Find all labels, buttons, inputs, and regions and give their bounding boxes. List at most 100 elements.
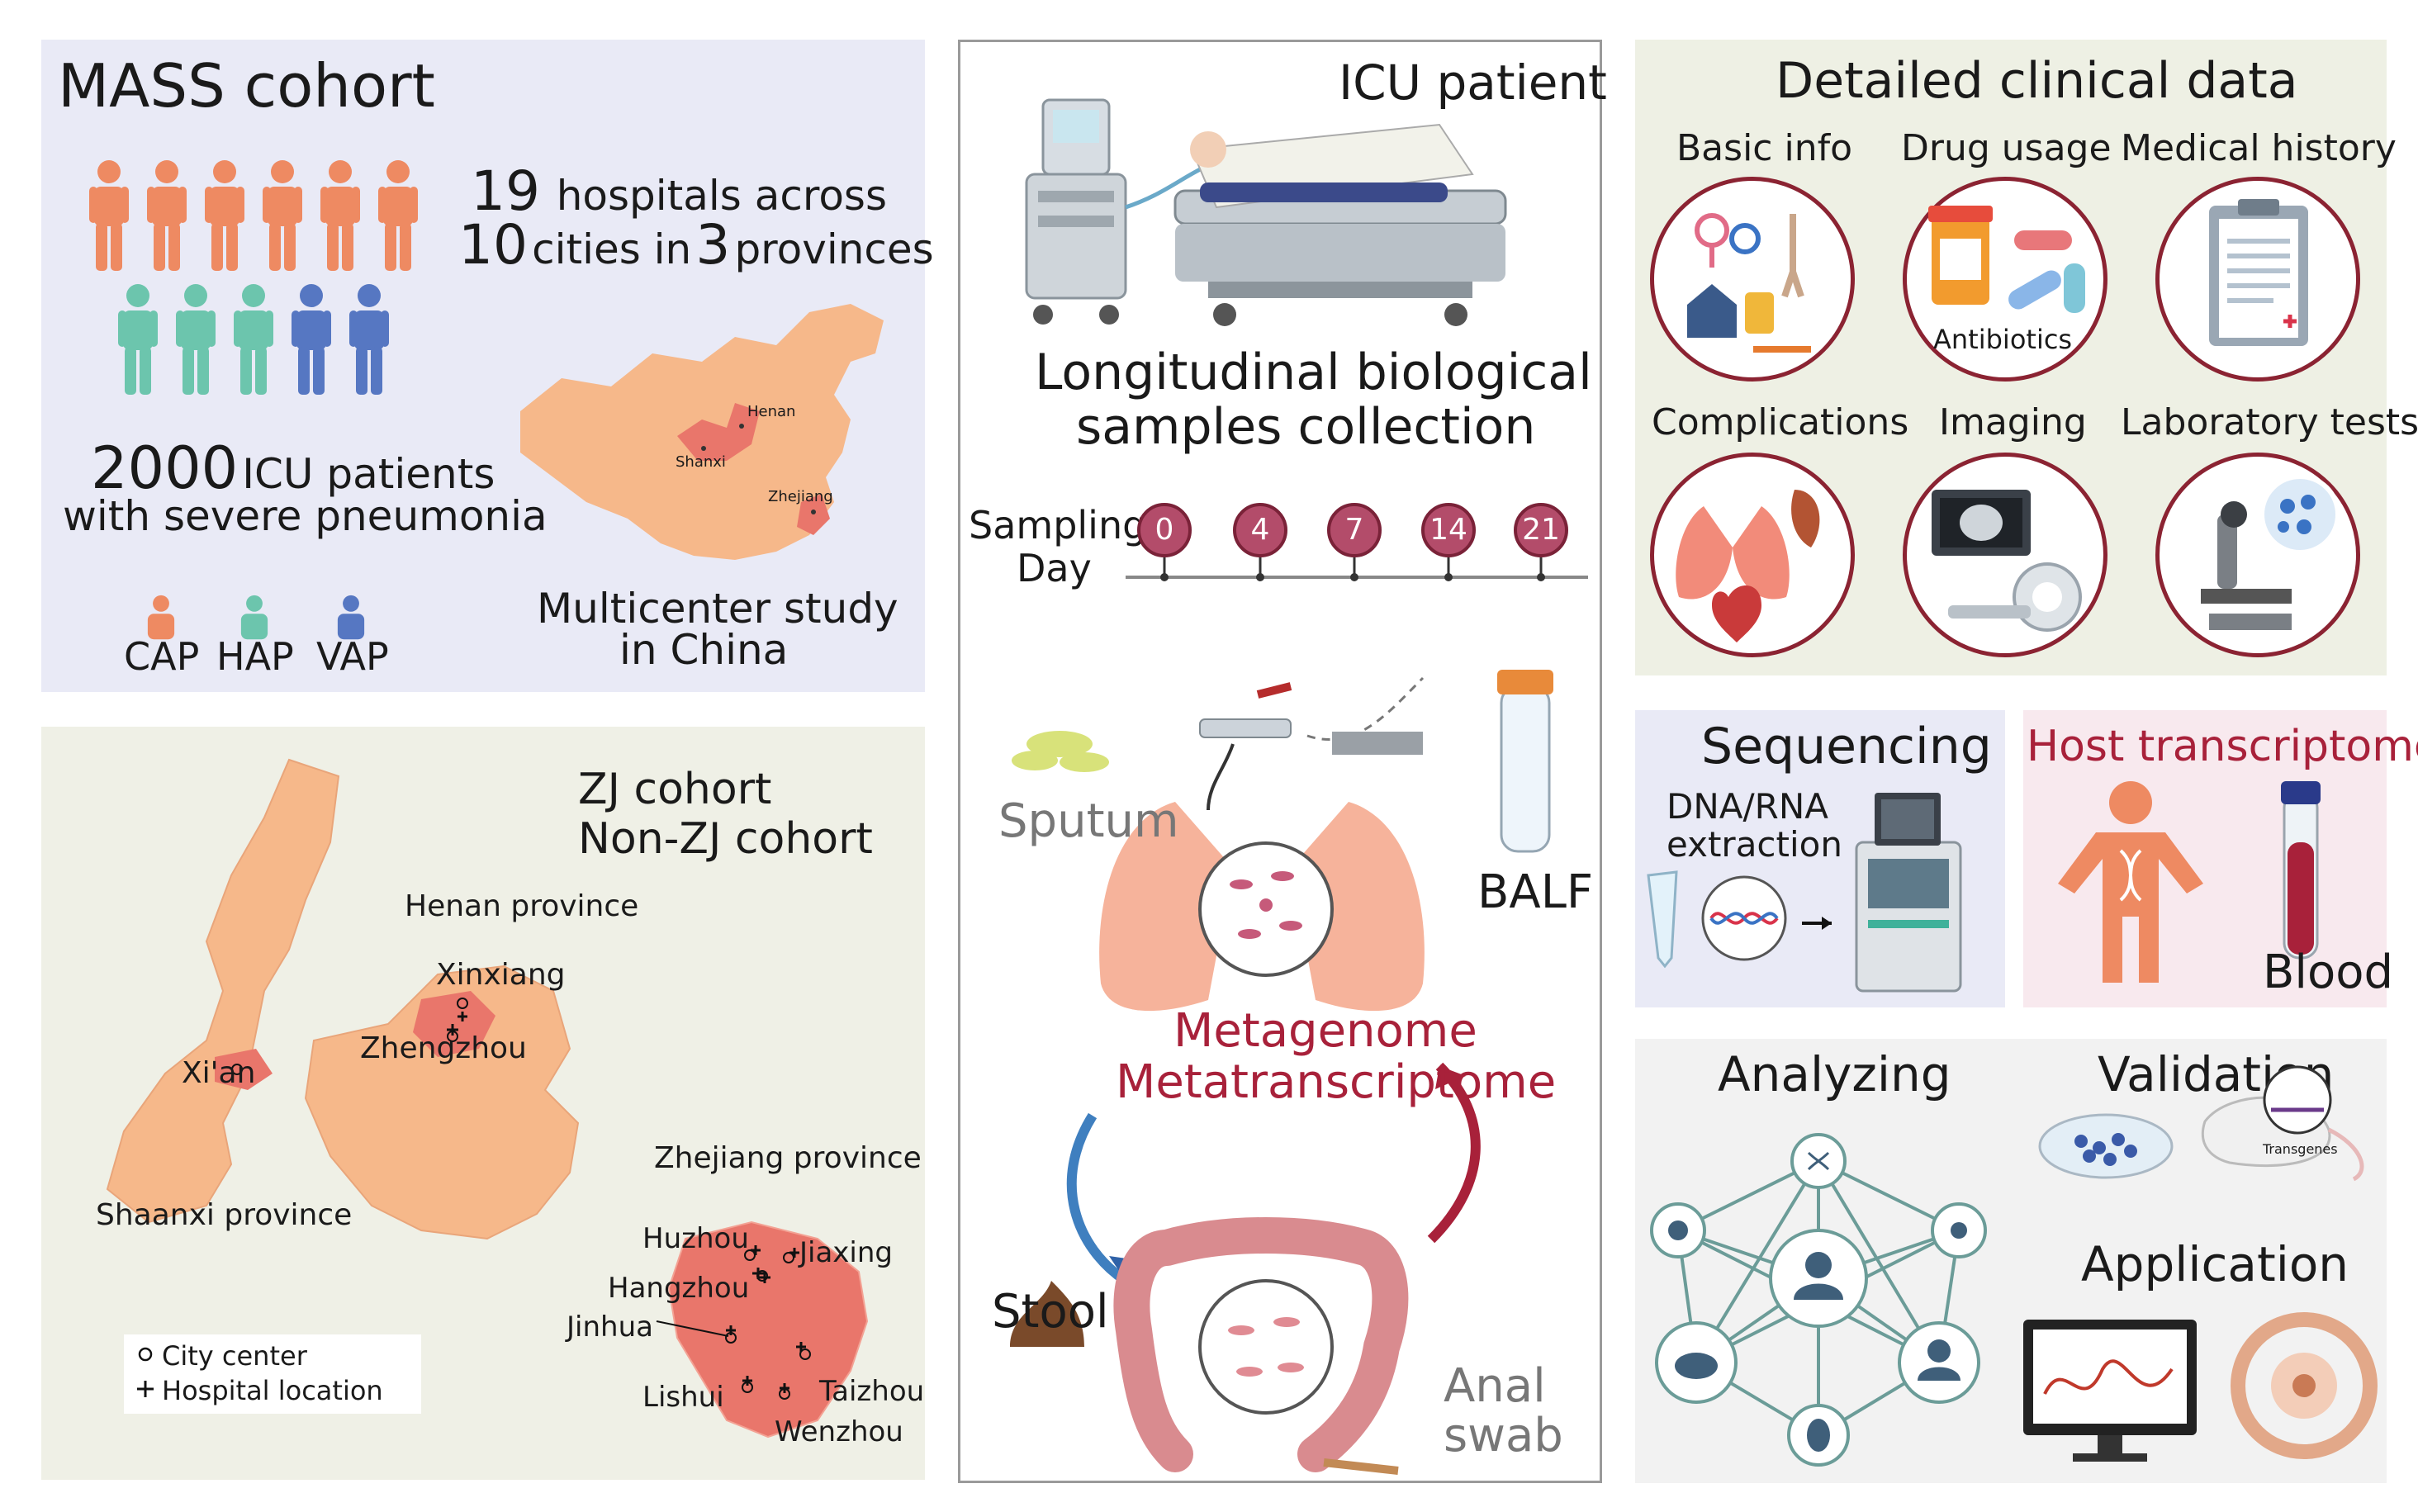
- icu-samples-panel: ICU patient Longitudinal biological samp…: [958, 40, 1607, 1483]
- balf-tag: BALF: [1413, 701, 1451, 718]
- city-huzhou: Huzhou: [642, 1222, 749, 1255]
- stool-label: Stool: [992, 1285, 1109, 1339]
- imaging-label: Imaging: [1939, 401, 2087, 443]
- day-21-label: 21: [1522, 513, 1560, 547]
- regional-map: [106, 758, 869, 1439]
- map-label-zhejiang: Zhejiang: [768, 488, 833, 505]
- patients-count: 2000: [91, 434, 239, 502]
- icu-bed-illustration: [1025, 98, 1507, 326]
- drug-usage-label: Drug usage: [1901, 127, 2112, 169]
- provinces-text: provinces: [734, 225, 934, 273]
- sputum-label: Sputum: [998, 794, 1179, 848]
- clinical-data-panel: Detailed clinical data Basic info Drug u…: [1635, 40, 2418, 675]
- cohort-legend-icons: [147, 595, 365, 640]
- basic-info-label: Basic info: [1676, 127, 1852, 169]
- sampling-day-21: 21: [1514, 503, 1568, 557]
- city-lishui: Lishui: [642, 1381, 724, 1414]
- map-label-shanxi: Shanxi: [676, 453, 726, 471]
- anal-label: Anal: [1444, 1359, 1546, 1413]
- balf-label: BALF: [1477, 865, 1594, 919]
- day-0-label: 0: [1154, 513, 1174, 547]
- zj-cohort-panel: ZJ cohort Non-ZJ cohort Henan province X…: [41, 727, 925, 1480]
- host-illustration: [2058, 781, 2321, 983]
- shaanxi-province-label: Shaanxi province: [96, 1198, 353, 1232]
- sampling-day-14: 14: [1421, 503, 1476, 557]
- zj-cohort-title: ZJ cohort: [578, 765, 772, 814]
- cities-text: cities in: [532, 225, 692, 273]
- icu-patient-title: ICU patient: [1339, 55, 1607, 111]
- host-transcriptome-panel: Host transcriptome Blood: [2023, 710, 2418, 1007]
- city-xian: Xi'an: [182, 1056, 256, 1090]
- analyzing-title: Analyzing: [1718, 1046, 1951, 1102]
- application-title: Application: [2081, 1236, 2349, 1292]
- sample-illustration: [1010, 670, 1553, 1475]
- sampling-day-0: 0: [1137, 503, 1192, 557]
- city-zhengzhou: Zhengzhou: [360, 1031, 527, 1065]
- analysis-network: [1650, 1065, 2378, 1467]
- hospitals-text: hospitals across: [556, 172, 888, 220]
- pills-icon: [1928, 206, 2085, 313]
- legend-vap: VAP: [316, 634, 389, 679]
- timeline-ticks: [1160, 557, 1545, 581]
- clipboard-icon: [2209, 199, 2308, 346]
- provinces-count: 3: [695, 213, 731, 277]
- mass-cohort-title: MASS cohort: [58, 51, 435, 121]
- legend-hospital-location: Hospital location: [162, 1375, 383, 1406]
- swab-label: swab: [1444, 1409, 1563, 1462]
- patients-stat: 2000 ICU patients: [91, 434, 495, 502]
- multicenter-line1: Multicenter study: [537, 585, 898, 633]
- analysis-panel: Analyzing Validation Application: [1635, 1039, 2387, 1483]
- nonzj-cohort-title: Non-ZJ cohort: [578, 814, 873, 864]
- antibiotics-label: Antibiotics: [1933, 324, 2073, 355]
- henan-province-label: Henan province: [405, 889, 639, 923]
- patients-subtext: with severe pneumonia: [63, 492, 548, 540]
- legend-hap: HAP: [216, 634, 294, 679]
- laboratory-tests-label: Laboratory tests: [2121, 401, 2418, 443]
- metagenome-label: Metagenome: [1173, 1004, 1477, 1058]
- multicenter-line2: in China: [619, 626, 789, 674]
- basic-info-circle: [1650, 177, 1855, 382]
- legend-city-center: City center: [162, 1340, 307, 1372]
- host-transcriptome-title: Host transcriptome: [2027, 722, 2418, 771]
- medical-history-label: Medical history: [2121, 127, 2397, 169]
- zhejiang-province-label: Zhejiang province: [654, 1141, 922, 1175]
- city-hangzhou: Hangzhou: [608, 1272, 750, 1305]
- demographics-icon: [1687, 213, 1811, 353]
- extraction-label: extraction: [1667, 824, 1842, 865]
- day-4-label: 4: [1250, 513, 1270, 547]
- sampling-day-label: Day: [1017, 546, 1092, 590]
- hospitals-stat: 19 hospitals across: [471, 159, 887, 223]
- map-legend-box: City center Hospital location: [124, 1334, 421, 1414]
- complications-circle: [1650, 453, 1855, 657]
- city-jiaxing: Jiaxing: [799, 1236, 894, 1269]
- organs-icon: [1676, 490, 1820, 642]
- patients-text: ICU patients: [242, 450, 495, 498]
- city-wenzhou: Wenzhou: [775, 1415, 903, 1448]
- metatranscriptome-label: Metatranscriptome: [1116, 1055, 1557, 1109]
- day-7-label: 7: [1344, 513, 1364, 547]
- transgenes-label: Transgenes: [2263, 1141, 2338, 1157]
- clinical-title: Detailed clinical data: [1776, 52, 2298, 110]
- city-center-icon: [138, 1347, 153, 1362]
- mass-cohort-panel: MASS cohort 19 hospitals across: [41, 40, 934, 692]
- city-jinhua: Jinhua: [567, 1311, 653, 1344]
- dna-rna-label: DNA/RNA: [1667, 786, 1828, 827]
- complications-label: Complications: [1652, 401, 1909, 443]
- sequencing-panel: Sequencing DNA/RNA extraction: [1635, 710, 2005, 1007]
- drug-usage-circle: Antibiotics: [1903, 177, 2107, 382]
- china-map: [520, 304, 884, 560]
- hospital-location-icon: [137, 1381, 154, 1397]
- sampling-day-7: 7: [1327, 503, 1382, 557]
- map-label-henan: Henan: [747, 403, 796, 420]
- laboratory-tests-circle: [2155, 453, 2360, 657]
- hospitals-count: 19: [471, 159, 540, 223]
- blood-label: Blood: [2263, 946, 2394, 999]
- sampling-label: Sampling: [969, 503, 1147, 547]
- longitudinal-line2: samples collection: [1076, 398, 1536, 456]
- ct-scanner-icon: [1932, 490, 2082, 632]
- microscope-icon: [2201, 474, 2340, 630]
- day-14-label: 14: [1429, 513, 1467, 547]
- sequencing-illustration: [1647, 793, 1962, 993]
- legend-cap: CAP: [124, 634, 200, 679]
- cities-stat: 10 cities in 3 provinces: [458, 213, 934, 277]
